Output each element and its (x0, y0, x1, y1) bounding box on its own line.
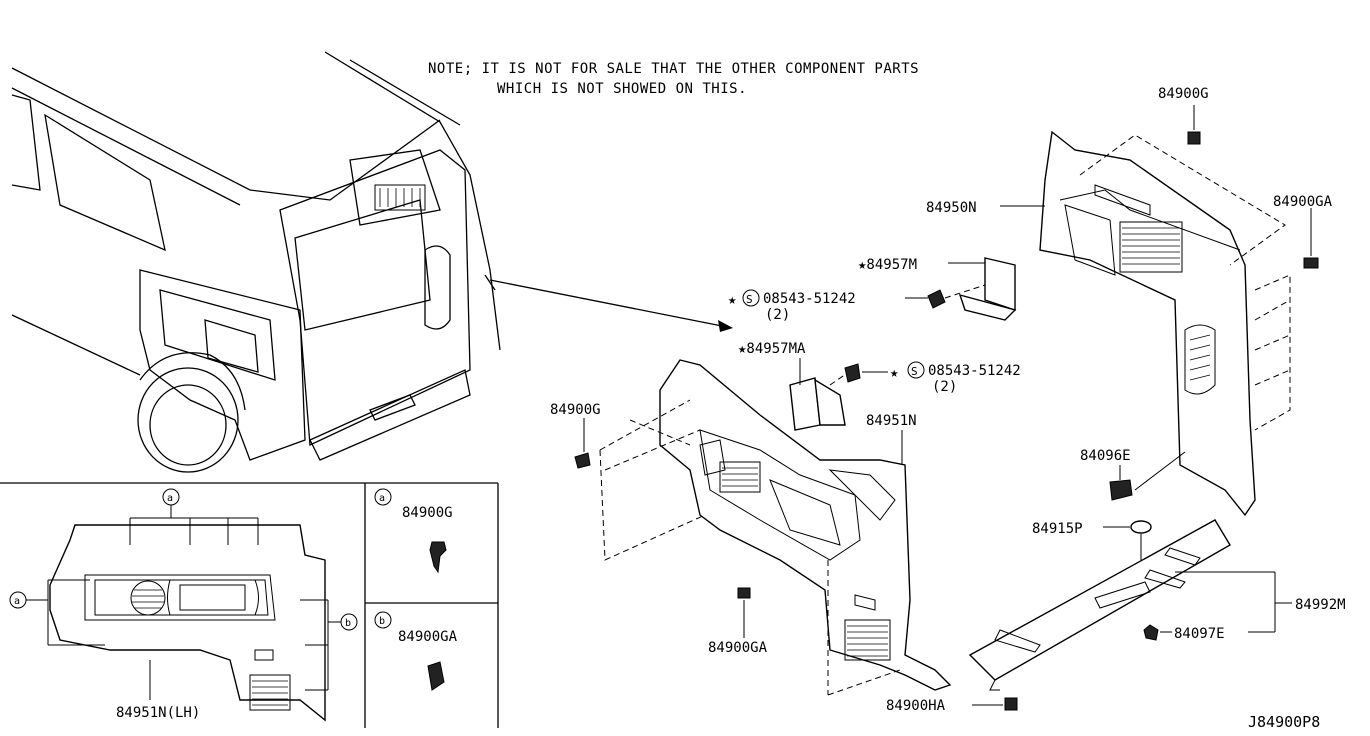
inset-callout-a-top (129, 488, 259, 545)
label-84900ga-bottom: 84900GA (708, 640, 768, 656)
legend-a (374, 488, 447, 574)
inset-callout-a-left-text: a (14, 596, 20, 607)
inset-callout-a-left (9, 579, 105, 646)
inset-grille (249, 674, 291, 711)
kick-plate-84992m (968, 519, 1292, 691)
label-84900g-left: 84900G (550, 402, 601, 418)
speaker-grille-vehicle (374, 184, 426, 211)
legend-b (374, 611, 445, 691)
legend-a-key: a (379, 493, 385, 504)
lower-trim-grille-lower (844, 619, 891, 661)
label-screw2-qty: (2) (932, 379, 957, 395)
clip-84900ga-bottom (737, 587, 751, 638)
label-84992m: 84992M (1295, 597, 1346, 613)
screw2-symbol: S (911, 365, 918, 378)
label-84097e: 84097E (1174, 626, 1225, 642)
label-84957m: ★84957M (858, 257, 917, 273)
screw2-symbol-circle (907, 361, 925, 379)
inset-callout-b-right (300, 599, 358, 691)
label-screw1-part: 08543-51242 (763, 291, 856, 307)
clip-84900g-top (1187, 105, 1201, 145)
label-84957ma: ★84957MA (738, 341, 806, 357)
label-84951n: 84951N (866, 413, 917, 429)
clip-84097e (1143, 624, 1275, 641)
label-84950n: 84950N (926, 200, 977, 216)
inset-part-label: 84951N(LH) (116, 705, 200, 721)
trim-grille-lamp (1189, 334, 1211, 381)
cap-84915p (1103, 520, 1152, 580)
label-84900g-top: 84900G (1158, 86, 1209, 102)
note-line-2: WHICH IS NOT SHOWED ON THIS. (497, 81, 747, 97)
lower-trim-grille-upper (719, 461, 761, 493)
inset-trim-panel-lh (49, 524, 326, 722)
label-screw2-part: 08543-51242 (928, 363, 1021, 379)
label-84096e: 84096E (1080, 448, 1131, 464)
screw1-symbol-circle (742, 289, 760, 307)
clip-84900ha (972, 697, 1018, 711)
diagram-code: J84900P8 (1248, 713, 1320, 731)
inset-callout-a-top-text: a (167, 493, 173, 504)
label-screw1-qty: (2) (765, 307, 790, 323)
screw2-star: ★ (890, 365, 899, 381)
legend-b-part: 84900GA (398, 629, 458, 645)
clip-84900g-left (574, 418, 591, 469)
label-84900ga-right: 84900GA (1273, 194, 1333, 210)
label-84915p: 84915P (1032, 521, 1083, 537)
screw-08543-51242-upper (905, 284, 986, 309)
upper-trim-panel-84950n (1039, 130, 1291, 517)
trim-grille-upper (1119, 221, 1183, 273)
lower-trim-panel-84951n (599, 359, 952, 696)
label-84900ha: 84900HA (886, 698, 946, 714)
inset-callout-b-right-text: b (345, 618, 351, 629)
legend-b-key: b (379, 616, 385, 627)
fastener-84096e (1109, 451, 1186, 501)
bracket-84957ma (789, 358, 846, 431)
screw1-star: ★ (728, 292, 737, 308)
inset-panel (0, 482, 499, 728)
screw1-symbol: S (746, 293, 753, 306)
vehicle-illustration (11, 51, 501, 473)
legend-a-part: 84900G (402, 505, 453, 521)
note-line-1: NOTE; IT IS NOT FOR SALE THAT THE OTHER … (428, 61, 919, 77)
bracket-84957m (948, 257, 1017, 321)
screw-08543-51242-lower (829, 363, 888, 386)
leader-arrow (489, 279, 733, 332)
clip-84900ga-right (1303, 208, 1319, 269)
